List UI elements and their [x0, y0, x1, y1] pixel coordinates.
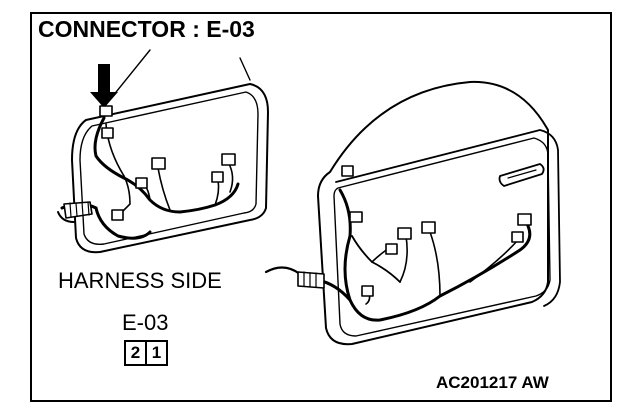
connector-id-label: E-03: [122, 310, 169, 335]
right-door: [317, 80, 561, 346]
connector-pin-diagram: 2 1: [124, 340, 168, 366]
figure-code: AC201217 AW: [436, 373, 549, 392]
location-arrow: [90, 64, 118, 108]
diagram-frame: [30, 12, 612, 402]
right-harness: [264, 165, 532, 322]
pin-2: 2: [126, 342, 147, 364]
pin-1: 1: [151, 343, 162, 362]
left-door: [71, 49, 269, 254]
connector-title: CONNECTOR : E-03: [38, 16, 255, 42]
harness-side-label: HARNESS SIDE: [58, 268, 222, 293]
left-harness: [57, 105, 240, 240]
